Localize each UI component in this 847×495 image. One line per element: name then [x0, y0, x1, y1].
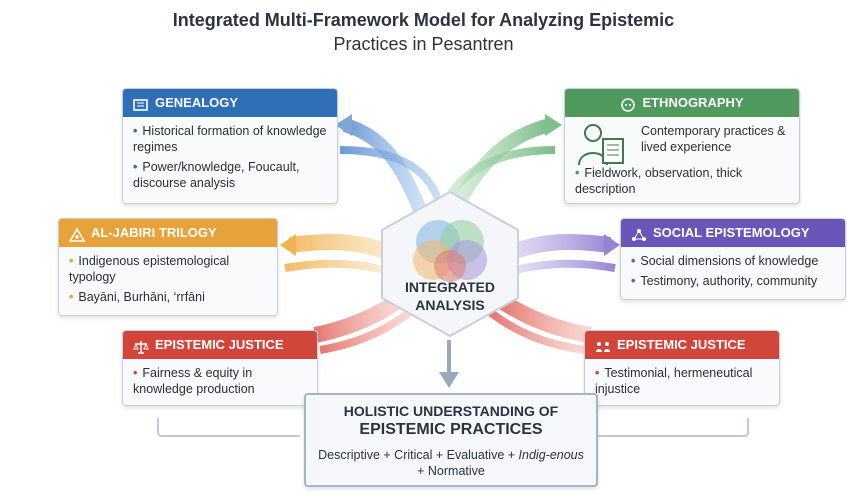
genealogy-title: GENEALOGY — [155, 95, 239, 110]
flow-justice-right — [495, 293, 592, 343]
integrated-analysis-hexagon — [378, 190, 522, 338]
justice-right-item: •Testimonial, hermeneutical injustice — [595, 366, 753, 396]
integrated-analysis-label: INTEGRATED ANALYSIS — [378, 278, 522, 314]
ethnography-item: Contemporary practices & lived experienc… — [641, 124, 786, 154]
title-line-1: Integrated Multi-Framework Model for Ana… — [172, 10, 675, 30]
justice-left-title: EPISTEMIC JUSTICE — [155, 337, 284, 352]
social-header: SOCIAL EPISTEMOLOGY — [621, 219, 845, 247]
ethnography-item: •Fieldwork, observation, thick descripti… — [575, 166, 743, 196]
scales-icon — [133, 337, 149, 354]
bottom-bracket — [157, 418, 300, 437]
flow-justice-left — [313, 293, 405, 343]
holistic-understanding-box: HOLISTIC UNDERSTANDING OF EPISTEMIC PRAC… — [304, 393, 598, 487]
justice-left-item: •Fairness & equity in knowledge producti… — [133, 366, 255, 396]
aljabiri-header: AL-JABIRI TRILOGY — [59, 219, 277, 247]
ethnography-header: ETHNOGRAPHY — [565, 89, 799, 117]
triangle-eye-icon — [68, 225, 86, 242]
network-icon — [631, 225, 647, 241]
holistic-line-1: HOLISTIC UNDERSTANDING OF — [343, 403, 559, 419]
aljabiri-item: •Indigenous epistemological typology — [69, 254, 230, 284]
justice-right-title: EPISTEMIC JUSTICE — [617, 337, 746, 352]
social-item: •Social dimensions of knowledge — [631, 254, 819, 268]
genealogy-header: GENEALOGY — [123, 89, 337, 117]
holistic-line-2: EPISTEMIC PRACTICES — [359, 421, 543, 438]
social-title: SOCIAL EPISTEMOLOGY — [653, 225, 810, 240]
title-line-2: Practices in Pesantren — [333, 34, 514, 54]
social-item: •Testimony, authority, community — [631, 274, 818, 288]
center-label-line-2: ANALYSIS — [415, 297, 485, 313]
epistemic-justice-right-card: EPISTEMIC JUSTICE •Testimonial, hermeneu… — [584, 330, 780, 406]
aljabiri-item: •Bayāni, Burhāni, ‘rrfāni — [69, 290, 205, 304]
flow-ethnography — [448, 118, 552, 214]
center-label-line-1: INTEGRATED — [405, 279, 495, 295]
chat-icon — [620, 95, 636, 112]
holistic-line-3: Descriptive + Critical + Evaluative + In… — [318, 448, 584, 478]
aljabiri-card: AL-JABIRI TRILOGY •Indigenous epistemolo… — [58, 218, 278, 316]
ethnography-card: ETHNOGRAPHY Contemporary practices & liv… — [564, 88, 800, 204]
genealogy-card: GENEALOGY •Historical formation of knowl… — [122, 88, 338, 204]
ethnography-title: ETHNOGRAPHY — [642, 95, 744, 110]
fieldworker-icon — [575, 121, 629, 171]
aljabiri-title: AL-JABIRI TRILOGY — [91, 225, 217, 240]
genealogy-item: •Historical formation of knowledge regim… — [133, 124, 327, 154]
genealogy-item: •Power/knowledge, Foucault, discourse an… — [133, 160, 300, 190]
social-epistemology-card: SOCIAL EPISTEMOLOGY •Social dimensions o… — [620, 218, 846, 300]
book-icon — [133, 95, 149, 111]
justice-right-header: EPISTEMIC JUSTICE — [585, 331, 779, 359]
epistemic-justice-left-card: EPISTEMIC JUSTICE •Fairness & equity in … — [122, 330, 318, 406]
justice-left-header: EPISTEMIC JUSTICE — [123, 331, 317, 359]
people-scales-icon — [595, 337, 611, 353]
diagram-title: Integrated Multi-Framework Model for Ana… — [0, 8, 847, 56]
